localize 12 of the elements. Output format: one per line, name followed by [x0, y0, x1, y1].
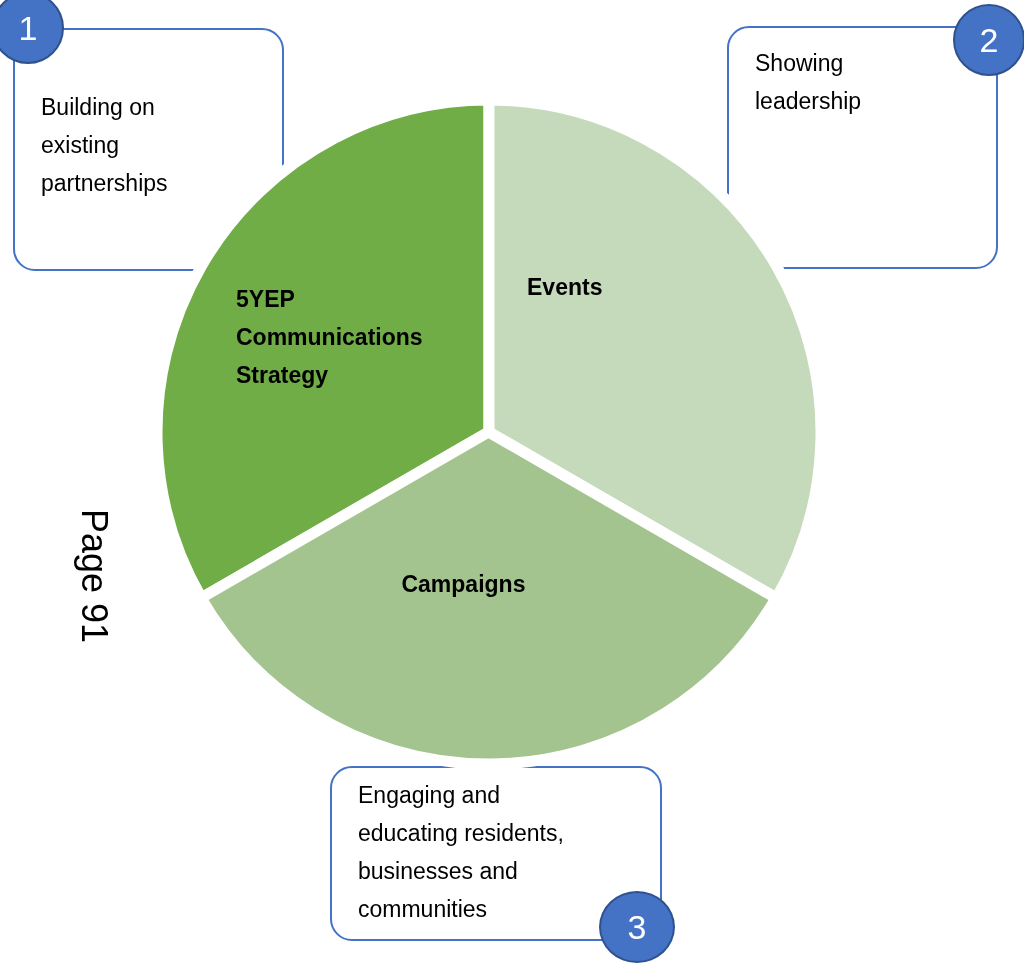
segment-label: Events [527, 273, 604, 302]
box-text: Showing leadership [755, 49, 863, 116]
number-badge: 1 [0, 0, 64, 64]
segment-label: 5YEP Communications Strategy [236, 285, 424, 390]
segment-label: Campaigns [401, 570, 527, 599]
box-text: Building on existing partnerships [41, 93, 169, 198]
number-badge: 3 [599, 891, 675, 963]
text-box [330, 766, 662, 941]
text-box [727, 26, 998, 269]
number-badge: 2 [953, 4, 1024, 76]
box-text: Engaging and educating residents, businesses and communities [358, 781, 565, 924]
page-number: Page 91 [73, 507, 115, 646]
